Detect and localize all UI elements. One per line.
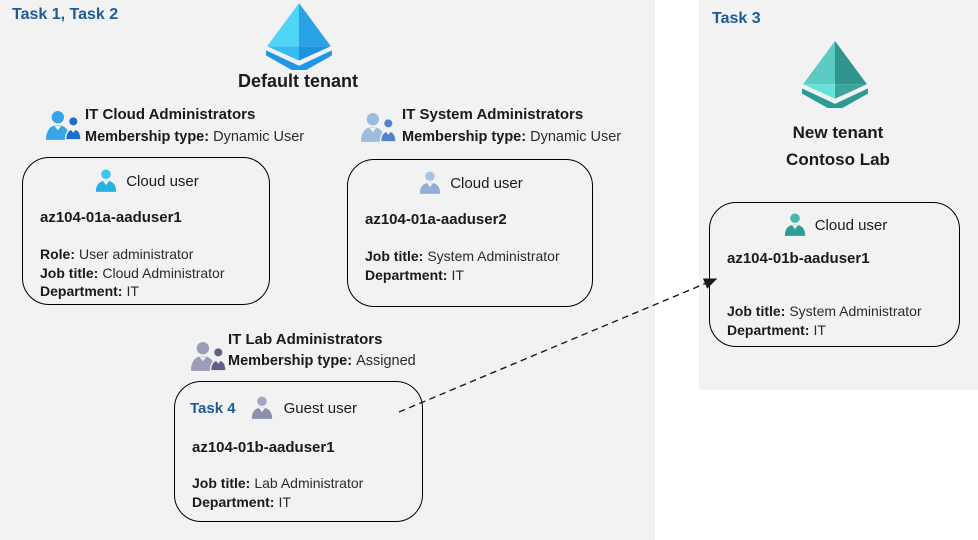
task-4-label: Task 4: [190, 399, 236, 417]
field-label: Role:: [40, 246, 75, 262]
group-membership-cloud-admins: Membership type:Dynamic User: [85, 129, 304, 145]
user-name: az104-01a-aaduser2: [365, 211, 507, 228]
group-people-icon-cloud-admins: [45, 111, 82, 141]
user-fields: Job title:Lab Administrator Department:I…: [175, 474, 422, 511]
field-value: System Administrator: [427, 248, 560, 264]
field-value: IT: [126, 283, 139, 299]
field-label: Department:: [365, 266, 448, 283]
task-3-label: Task 3: [712, 10, 761, 27]
field-department: Department:IT: [710, 321, 959, 340]
user-fields: Job title:System Administrator Departmen…: [710, 302, 959, 339]
azure-ad-tenant-icon-teal: [802, 41, 868, 108]
user-name: az104-01b-aaduser1: [192, 439, 335, 456]
user-type-label: Cloud user: [450, 174, 523, 192]
card-title-row: Cloud user: [348, 170, 592, 196]
field-value: Cloud Administrator: [102, 264, 225, 281]
field-label: Department:: [727, 321, 810, 338]
field-job-title: Job title:System Administrator: [348, 247, 592, 266]
new-tenant-title: New tenant: [792, 123, 884, 142]
default-tenant-title: Default tenant: [237, 71, 358, 91]
user-fields: Role:User administrator Job title:Cloud …: [23, 245, 269, 301]
task-1-2-label: Task 1, Task 2: [12, 6, 119, 23]
user-card-aaduser1: Cloud user az104-01a-aaduser1 Role:User …: [22, 157, 270, 305]
user-fields: Job title:System Administrator Departmen…: [348, 247, 592, 284]
field-value: IT: [278, 493, 291, 510]
field-label: Job title:: [365, 248, 424, 264]
guest-user-card: Task 4 Guest user az104-01b-aaduser1 Job…: [174, 381, 423, 522]
field-label: Job title:: [727, 303, 786, 319]
cloud-user-icon: [784, 213, 805, 236]
field-department: Department:IT: [23, 282, 269, 301]
card-title-row: Task 4 Guest user: [175, 395, 422, 421]
group-people-icon-system-admins: [360, 113, 397, 143]
group-membership-system-admins: Membership type:Dynamic User: [402, 129, 621, 145]
default-tenant-region: [0, 0, 655, 540]
field-job-title: Job title:System Administrator: [710, 302, 959, 321]
membership-type-value: Assigned: [356, 353, 416, 369]
user-type-label: Cloud user: [814, 216, 888, 234]
cloud-user-icon: [96, 169, 117, 192]
user-card-aaduser2: Cloud user az104-01a-aaduser2 Job title:…: [347, 159, 593, 307]
new-tenant-name: Contoso Lab: [786, 150, 890, 169]
card-title-row: Cloud user: [710, 212, 959, 238]
field-department: Department:IT: [175, 493, 422, 512]
user-type-label: Cloud user: [126, 172, 199, 190]
membership-type-value: Dynamic User: [530, 129, 622, 145]
field-value: IT: [451, 266, 464, 283]
field-label: Job title:: [192, 475, 251, 491]
field-value: System Administrator: [789, 303, 922, 319]
group-name-lab-admins: IT Lab Administrators: [228, 331, 383, 348]
membership-type-value: Dynamic User: [213, 129, 305, 145]
card-title-row: Cloud user: [23, 168, 269, 194]
new-tenant-user-card: Cloud user az104-01b-aaduser1 Job title:…: [709, 202, 960, 347]
group-membership-lab-admins: Membership type:Assigned: [228, 353, 416, 369]
cloud-user-icon: [420, 171, 441, 194]
field-label: Department:: [40, 283, 123, 299]
user-name: az104-01a-aaduser1: [40, 209, 182, 226]
membership-type-label: Membership type:: [402, 129, 527, 145]
field-role: Role:User administrator: [23, 245, 269, 264]
user-type-label: Guest user: [283, 399, 357, 417]
membership-type-label: Membership type:: [85, 129, 210, 145]
field-value: Lab Administrator: [254, 475, 364, 491]
field-job-title: Job title:Cloud Administrator: [23, 264, 269, 283]
field-department: Department:IT: [348, 266, 592, 285]
field-value: IT: [813, 321, 826, 338]
field-value: User administrator: [79, 246, 194, 262]
membership-type-label: Membership type:: [228, 353, 353, 369]
group-people-icon-lab-admins: [190, 342, 227, 372]
guest-user-icon: [251, 396, 272, 419]
user-name: az104-01b-aaduser1: [727, 250, 870, 267]
field-label: Department:: [192, 493, 275, 510]
azure-ad-tenant-icon-blue: [266, 3, 332, 70]
group-name-cloud-admins: IT Cloud Administrators: [85, 106, 256, 123]
field-job-title: Job title:Lab Administrator: [175, 474, 422, 493]
field-label: Job title:: [40, 264, 99, 281]
group-name-system-admins: IT System Administrators: [402, 106, 584, 123]
